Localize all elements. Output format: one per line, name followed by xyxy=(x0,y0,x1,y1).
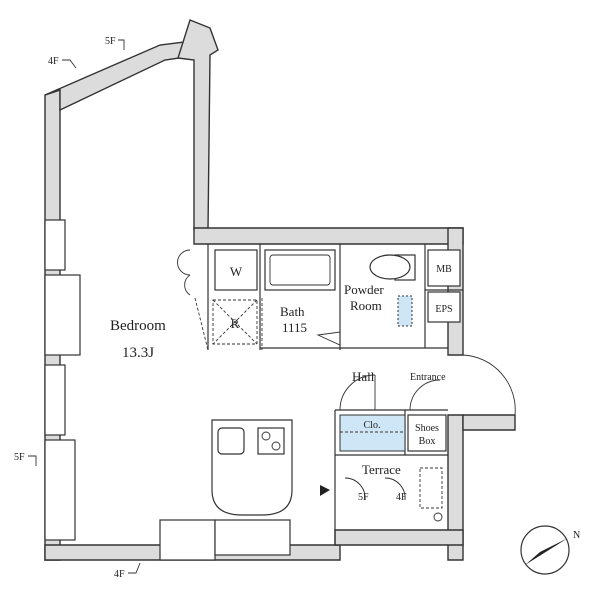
floor-mark-terrace-4f: 4F xyxy=(396,492,407,503)
powder-sink xyxy=(397,295,413,327)
refrigerator: R xyxy=(212,299,258,345)
shoes-box-label-line2: Box xyxy=(419,436,436,447)
eps-label: EPS xyxy=(435,304,452,315)
room-labels: Bedroom 13.3J Bath 1115 Powder Room Hall… xyxy=(110,282,446,477)
refrigerator-label: R xyxy=(231,316,240,331)
compass-n-label: N xyxy=(573,530,580,541)
floor-mark-top-5f: 5F xyxy=(105,36,116,47)
powder-room-label-line2: Room xyxy=(350,298,382,313)
bath-size: 1115 xyxy=(282,320,307,335)
closet: Clo. xyxy=(339,414,406,452)
floor-mark-left-5f: 5F xyxy=(14,452,25,463)
hall-label: Hall xyxy=(352,369,375,384)
bath-label: Bath xyxy=(280,304,305,319)
triangle-marker-icon xyxy=(320,485,330,496)
terrace-label: Terrace xyxy=(362,462,401,477)
powder-room-label-line1: Powder xyxy=(344,282,384,297)
upper-middle-wall xyxy=(193,227,464,245)
washer: W xyxy=(214,249,258,291)
top-right-wall xyxy=(177,19,219,231)
meter-box-label: MB xyxy=(436,264,452,275)
washer-label: W xyxy=(230,264,243,279)
compass-needle-icon xyxy=(525,538,568,565)
kitchen-island xyxy=(211,419,293,516)
toilet xyxy=(369,254,416,281)
bedroom-label: Bedroom xyxy=(110,318,166,334)
eps-box: EPS xyxy=(427,291,461,323)
left-windows xyxy=(44,219,291,561)
meter-box: MB xyxy=(427,249,461,287)
compass: N xyxy=(520,525,580,575)
terrace-bottom-wall xyxy=(334,529,464,546)
door-swings xyxy=(177,249,516,501)
terrace-drain xyxy=(419,467,443,522)
floor-mark-terrace-5f: 5F xyxy=(358,492,369,503)
entrance-label: Entrance xyxy=(410,372,446,383)
floor-mark-bottom-4f: 4F xyxy=(114,569,125,580)
interior-walls xyxy=(207,244,463,545)
shoes-box-label-line1: Shoes xyxy=(415,423,439,434)
entrance-ledge xyxy=(462,414,516,431)
closet-label: Clo. xyxy=(364,420,381,431)
floor-marks: 5F 4F 5F 4F 5F 4F xyxy=(14,36,407,580)
floor-mark-top-4f: 4F xyxy=(48,56,59,67)
bedroom-area: 13.3J xyxy=(122,345,154,361)
top-slanted-wall xyxy=(44,39,201,112)
shoes-box: Shoes Box xyxy=(407,414,447,452)
right-lower-wall xyxy=(447,414,464,561)
bathtub xyxy=(264,249,341,346)
